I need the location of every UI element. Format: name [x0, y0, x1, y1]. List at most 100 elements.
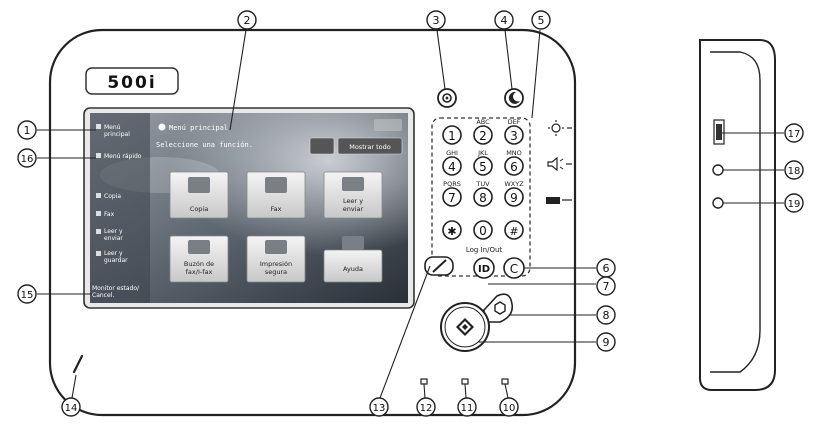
sidebar-item-copy[interactable]: Copia: [104, 193, 121, 200]
sidebar-item-scan-send[interactable]: Leer y enviar: [104, 228, 123, 242]
key-7[interactable]: PQRS 7: [442, 180, 462, 207]
speaker-icon: [547, 156, 572, 172]
main-menu-header-icon: [158, 123, 166, 131]
battery-icon: [546, 197, 572, 204]
tile-help[interactable]: Ayuda: [323, 236, 383, 283]
key-6[interactable]: MNO 6: [504, 149, 524, 176]
key-star[interactable]: ✱: [442, 220, 462, 240]
callout-12: 12: [416, 397, 436, 417]
home-icon: [96, 124, 101, 129]
key-8[interactable]: TUV 8: [473, 180, 493, 207]
reset-button[interactable]: [424, 256, 454, 276]
tile-label: enviar: [343, 205, 364, 213]
callout-13: 13: [369, 397, 389, 417]
callout-1: 1: [17, 120, 37, 140]
key-2[interactable]: ABC 2: [473, 118, 493, 145]
callout-6: 6: [596, 258, 616, 278]
key-digit: 4: [448, 160, 456, 174]
key-letters: WXYZ: [504, 180, 524, 188]
screen-top-right-button[interactable]: [374, 119, 402, 131]
side-jack-2: [712, 197, 724, 209]
side-view-body: [699, 39, 776, 391]
callout-9: 9: [596, 332, 616, 352]
tile-secure-print[interactable]: Impresión segura: [246, 235, 306, 283]
key-1[interactable]: 1: [442, 125, 462, 145]
key-digit: #: [509, 225, 518, 238]
callout-number: 15: [21, 290, 34, 301]
callout-11: 11: [457, 397, 477, 417]
key-letters: MNO: [506, 149, 522, 157]
sidebar-label: Menú: [104, 124, 121, 131]
sidebar-item-fax[interactable]: Fax: [104, 211, 115, 218]
sidebar-item-quick-menu[interactable]: Menú rápido: [104, 153, 142, 160]
key-digit: 3: [510, 129, 518, 143]
usb-port-inner: [716, 124, 722, 140]
fax-inbox-tile-icon: [188, 240, 210, 254]
key-5[interactable]: JKL 5: [473, 149, 493, 176]
key-letters: JKL: [477, 149, 488, 157]
sidebar-label: enviar: [104, 235, 123, 242]
callout-14: 14: [61, 397, 81, 417]
tile-label: segura: [265, 268, 287, 276]
screen-sidebar: [90, 113, 150, 303]
key-digit: 1: [448, 129, 456, 143]
id-key-label: ID: [478, 264, 490, 275]
callout-number: 17: [788, 129, 801, 140]
key-digit: 2: [479, 129, 487, 143]
callout-number: 18: [788, 166, 801, 177]
sidebar-item-scan-store[interactable]: Leer y guardar: [104, 250, 128, 264]
show-all-button[interactable]: [337, 137, 403, 155]
secure-print-tile-icon: [265, 240, 287, 254]
callout-8: 8: [596, 305, 616, 325]
callout-number: 14: [65, 403, 78, 414]
key-letters: TUV: [475, 180, 490, 188]
indicator-lamp-12: [420, 378, 428, 385]
clear-button[interactable]: C: [503, 257, 525, 279]
key-digit: 5: [479, 160, 487, 174]
sidebar-item-main-menu[interactable]: Menú principal: [104, 124, 130, 138]
key-digit: ✱: [447, 225, 456, 238]
key-digit: 7: [448, 191, 456, 205]
key-letters: DEF: [508, 118, 521, 126]
tile-copy[interactable]: Copia: [169, 171, 229, 219]
settings-small-button[interactable]: [309, 137, 335, 155]
stop-button[interactable]: [483, 293, 514, 323]
callout-4: 4: [494, 10, 514, 30]
key-letters: PQRS: [443, 180, 461, 188]
key-hash[interactable]: #: [504, 220, 524, 240]
stop-icon: [494, 301, 506, 315]
key-9[interactable]: WXYZ 9: [504, 180, 524, 207]
key-3[interactable]: DEF 3: [504, 118, 524, 145]
key-digit: 9: [510, 191, 518, 205]
callout-2: 2: [237, 10, 257, 30]
tile-fax[interactable]: Fax: [246, 171, 306, 219]
slash-icon: [432, 259, 447, 273]
diamond-start-core: [462, 324, 468, 330]
callout-19: 19: [784, 193, 804, 213]
callout-18: 18: [784, 160, 804, 180]
tile-fax-inbox[interactable]: Buzón de fax/I-fax: [169, 235, 229, 283]
id-button[interactable]: ID: [473, 257, 495, 279]
tile-scan-send[interactable]: Leer y enviar: [323, 171, 383, 219]
side-view-bevel: [710, 51, 761, 373]
sidebar-label: guardar: [104, 257, 128, 264]
scan-send-icon: [96, 229, 101, 234]
log-in-out-label: Log In/Out: [466, 246, 503, 254]
energy-saver-button[interactable]: [504, 88, 524, 108]
copy-icon: [96, 193, 101, 198]
callout-number: 4: [501, 14, 508, 27]
callout-number: 1: [24, 124, 31, 137]
callout-5: 5: [531, 10, 551, 30]
model-label-plate: [85, 67, 179, 95]
sun-icon: [548, 120, 572, 136]
key-digit: 6: [510, 160, 518, 174]
start-button[interactable]: [440, 302, 490, 352]
tile-label: Fax: [271, 205, 282, 213]
sidebar-item-status-monitor[interactable]: Monitor estado/ Cancel.: [92, 285, 140, 299]
callout-number: 2: [244, 14, 251, 27]
copy-tile-icon: [188, 177, 210, 193]
key-0[interactable]: 0: [473, 220, 493, 240]
key-4[interactable]: GHI 4: [442, 149, 462, 176]
callout-number: 3: [433, 14, 440, 27]
